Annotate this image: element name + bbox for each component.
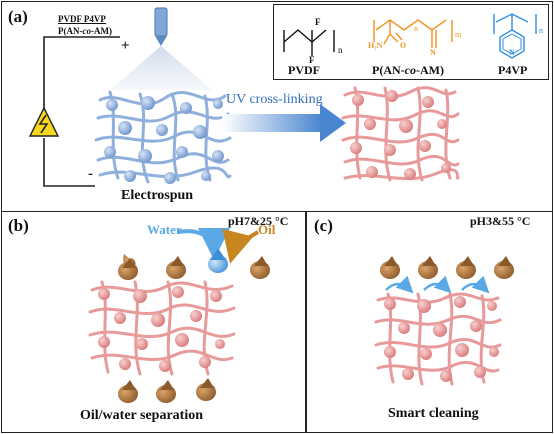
legend-atom-n-pan: N xyxy=(430,48,436,57)
panel-c-condition: pH3&55 °C xyxy=(470,214,531,228)
material-line-2: P(AN-co-AM) xyxy=(58,26,112,36)
incoming-droplets xyxy=(118,248,270,280)
repelled-oil-droplets xyxy=(380,256,514,279)
legend-pvdf: PVDF xyxy=(288,63,320,77)
oil-arrow xyxy=(222,228,260,264)
membrane-c-beads xyxy=(384,296,499,382)
legend-atom-o: O xyxy=(400,41,407,50)
legend-atom-n-p4vp: N xyxy=(509,48,515,57)
panel-c-frame xyxy=(306,211,553,433)
legend-p4vp: P4VP xyxy=(498,63,528,77)
oil-label: Oil xyxy=(258,222,276,237)
negative-terminal: - xyxy=(88,166,93,182)
p4vp-structure xyxy=(493,13,537,59)
panel-a-label: (a) xyxy=(8,7,28,26)
high-voltage-icon xyxy=(28,106,60,137)
oil-droplet xyxy=(254,256,268,266)
panel-c-label: (c) xyxy=(314,216,333,235)
smart-cleaning-caption: Smart cleaning xyxy=(388,406,479,421)
crosslinked-beads xyxy=(350,90,451,180)
panel-b-frame xyxy=(1,211,306,433)
membrane-b-beads xyxy=(98,286,225,372)
uv-crosslinking-arrow xyxy=(222,104,346,142)
oil-droplet xyxy=(122,258,136,268)
legend-sub-m-pan: m xyxy=(455,30,462,39)
legend-sub-n-pan: n xyxy=(414,24,418,33)
legend-sub-n-pvdf: n xyxy=(338,45,343,55)
panel-b-label: (b) xyxy=(8,216,29,235)
power-circuit xyxy=(43,36,120,187)
legend-atom-nh2: H₂N xyxy=(368,41,383,50)
pan-am-structure xyxy=(373,19,453,48)
water-droplet xyxy=(210,248,226,260)
legend-atom-f-top: F xyxy=(315,17,321,27)
electrospun-fiber-mat xyxy=(94,90,232,184)
electrospun-label: Electrospun xyxy=(121,188,194,203)
spinneret-needle xyxy=(154,7,168,46)
oil-droplet xyxy=(170,256,184,266)
fiber-beads xyxy=(104,96,224,184)
water-label: Water xyxy=(147,222,182,237)
uv-crosslinking-label: UV cross-linking xyxy=(226,92,323,107)
passed-oil-droplets xyxy=(118,378,216,403)
legend-pan-am: P(AN-co-AM) xyxy=(372,63,444,77)
legend-sub-n-p4vp: n xyxy=(539,26,543,35)
water-arrow xyxy=(177,227,230,260)
positive-terminal: + xyxy=(121,38,130,54)
structure-legend-box xyxy=(273,4,549,80)
repel-arcs xyxy=(385,275,490,294)
material-line-1: PVDF P4VP xyxy=(58,14,106,24)
electrospray-cone xyxy=(110,46,212,90)
panel-b-condition: pH7&25 °C xyxy=(228,214,289,228)
pvdf-structure xyxy=(283,29,335,56)
oil-water-separation-caption: Oil/water separation xyxy=(80,408,204,423)
legend-atom-f-bottom: F xyxy=(309,55,315,65)
